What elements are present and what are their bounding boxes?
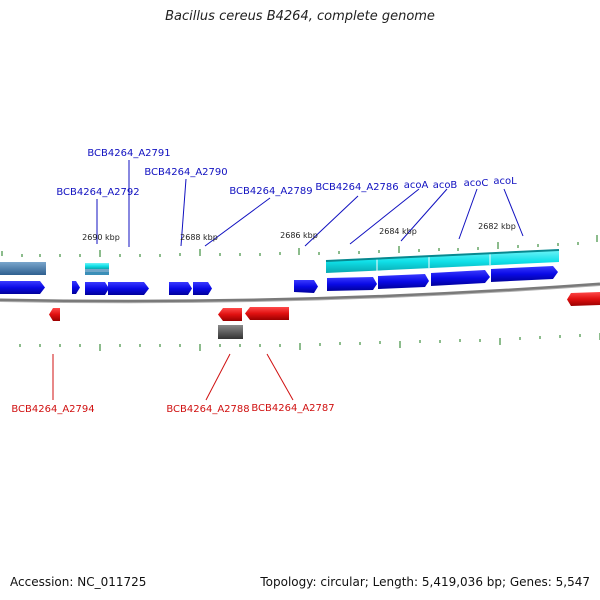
gene-label-a2792[interactable]: BCB4264_A2792 [56,187,139,198]
cds-bcb4264-a2792[interactable] [85,282,109,295]
gene-label-a2790[interactable]: BCB4264_A2790 [144,167,227,178]
feature-cyan-a2792b[interactable] [85,269,109,272]
gene-label-a2791[interactable]: BCB4264_A2791 [87,148,170,159]
gene-label-a2788[interactable]: BCB4264_A2788 [166,404,249,415]
bottom-leader-lines [52,353,294,401]
gene-label-acob[interactable]: acoB [433,180,458,191]
cds-acoc[interactable] [431,270,490,286]
scale-label-2686: 2686 kbp [280,231,318,240]
gene-label-a2787[interactable]: BCB4264_A2787 [251,403,334,414]
gene-label-a2794[interactable]: BCB4264_A2794 [11,404,94,415]
cds-bcb4264-a2787[interactable] [245,307,289,320]
cds-bcb4264-a2790[interactable] [169,282,192,295]
genome-backbone [0,282,600,303]
gene-label-acol[interactable]: acoL [493,176,517,187]
upper-ticks [1,235,598,257]
cds-bcb4264-a2786[interactable] [294,280,318,293]
cds-forward-left[interactable] [0,281,45,294]
genome-title: Bacillus cereus B4264, complete genome [165,9,435,24]
scale-label-2688: 2688 kbp [180,233,218,242]
gene-label-acoa[interactable]: acoA [404,180,429,191]
accession-text: Accession: NC_011725 [10,575,147,589]
gene-label-acoc[interactable]: acoC [464,178,489,189]
feature-gray-a2788[interactable] [218,325,243,339]
scale-label-2684: 2684 kbp [379,227,417,236]
genome-summary-text: Topology: circular; Length: 5,419,036 bp… [260,575,590,589]
scale-label-2690: 2690 kbp [82,233,120,242]
cds-bcb4264-a2791[interactable] [108,282,149,295]
forward-cds-track [0,266,558,295]
cds-bcb4264-a2789[interactable] [193,282,212,295]
cds-acol[interactable] [491,266,558,282]
feature-steel-left[interactable] [0,262,46,275]
lower-ticks [19,333,600,351]
feature-cyan-a2792[interactable] [85,263,109,269]
cds-bcb4264-a2794[interactable] [49,308,60,321]
cds-acoa[interactable] [327,277,377,291]
gene-label-a2786[interactable]: BCB4264_A2786 [315,182,398,193]
cds-reverse-right[interactable] [567,292,600,306]
scale-label-2682: 2682 kbp [478,222,516,231]
gene-label-a2789[interactable]: BCB4264_A2789 [229,186,312,197]
cds-forward-small[interactable] [72,281,80,294]
top-leader-lines [96,160,524,247]
feature-cyan-a2792c[interactable] [85,272,109,275]
cds-acob[interactable] [378,274,429,289]
reverse-cds-track [49,292,600,339]
feature-track-upper [0,249,560,275]
cds-bcb4264-a2788[interactable] [218,308,242,321]
feature-cyan-operon[interactable] [326,250,559,273]
